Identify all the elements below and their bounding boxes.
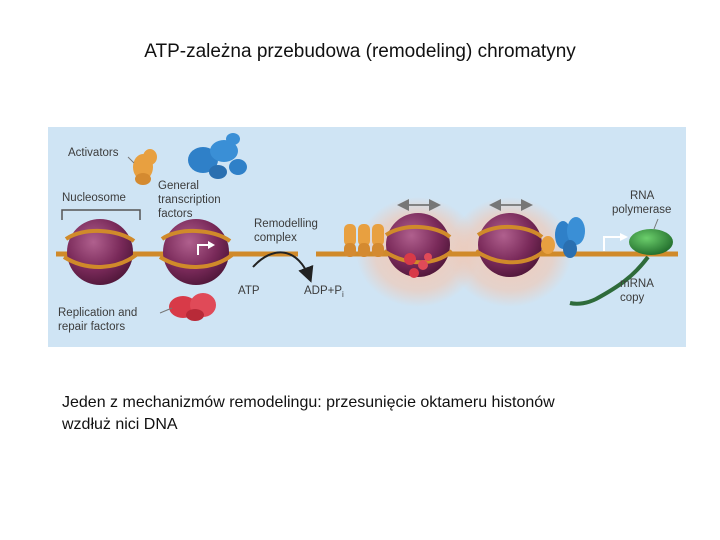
label-replication-2: repair factors (58, 321, 125, 333)
label-adp-pi-main: ADP+P (304, 285, 342, 297)
label-general-tf-1: General (158, 180, 199, 192)
label-mrna-1: mRNA (620, 278, 654, 290)
caption-line-1: Jeden z mechanizmów remodelingu: przesun… (62, 394, 555, 411)
nucleosome-remodelled-2 (474, 213, 546, 277)
label-remodelling-2: complex (254, 232, 297, 244)
rna-polymerase (629, 229, 673, 255)
label-adp-pi: ADP+Pi (304, 285, 344, 299)
label-rna-pol-1: RNA (630, 190, 655, 202)
label-rna-pol-2: polymerase (612, 204, 671, 216)
label-nucleosome: Nucleosome (62, 192, 126, 204)
general-tf-shapes (188, 133, 247, 179)
nucleosome-2 (158, 219, 234, 285)
nucleosome-remodelled-1 (382, 213, 454, 278)
repair-pointer (159, 307, 173, 314)
label-remodelling-1: Remodelling (254, 218, 318, 230)
caption-line-2: wzdłuż nici DNA (62, 416, 178, 433)
promoter-arrow-head (620, 233, 628, 241)
mrna-strand (569, 255, 650, 306)
chromatin-remodeling-figure: Activators Nucleosome General transcript… (48, 127, 686, 347)
repair-factor-shapes (169, 293, 216, 321)
activator-shapes (133, 149, 157, 185)
activators-pointer (127, 156, 135, 164)
remodelling-complex (344, 224, 384, 257)
label-general-tf-3: factors (158, 208, 193, 220)
slide-title: ATP-zależna przebudowa (remodeling) chro… (144, 41, 576, 62)
label-general-tf-2: transcription (158, 194, 221, 206)
polymerase-pointer (653, 218, 659, 230)
label-activators: Activators (68, 147, 119, 159)
promoter-tf-shapes (541, 217, 585, 258)
promoter-arrow (603, 236, 622, 251)
remodelling-arrow (252, 251, 314, 283)
label-mrna-2: copy (620, 292, 645, 304)
label-atp: ATP (238, 285, 260, 297)
label-replication-1: Replication and (58, 307, 137, 319)
figure-canvas: Activators Nucleosome General transcript… (48, 127, 686, 347)
nucleosome-1 (62, 219, 138, 285)
caption: Jeden z mechanizmów remodelingu: przesun… (62, 392, 662, 436)
nucleosome-bracket (61, 209, 141, 220)
label-adp-pi-sub: i (342, 290, 344, 299)
